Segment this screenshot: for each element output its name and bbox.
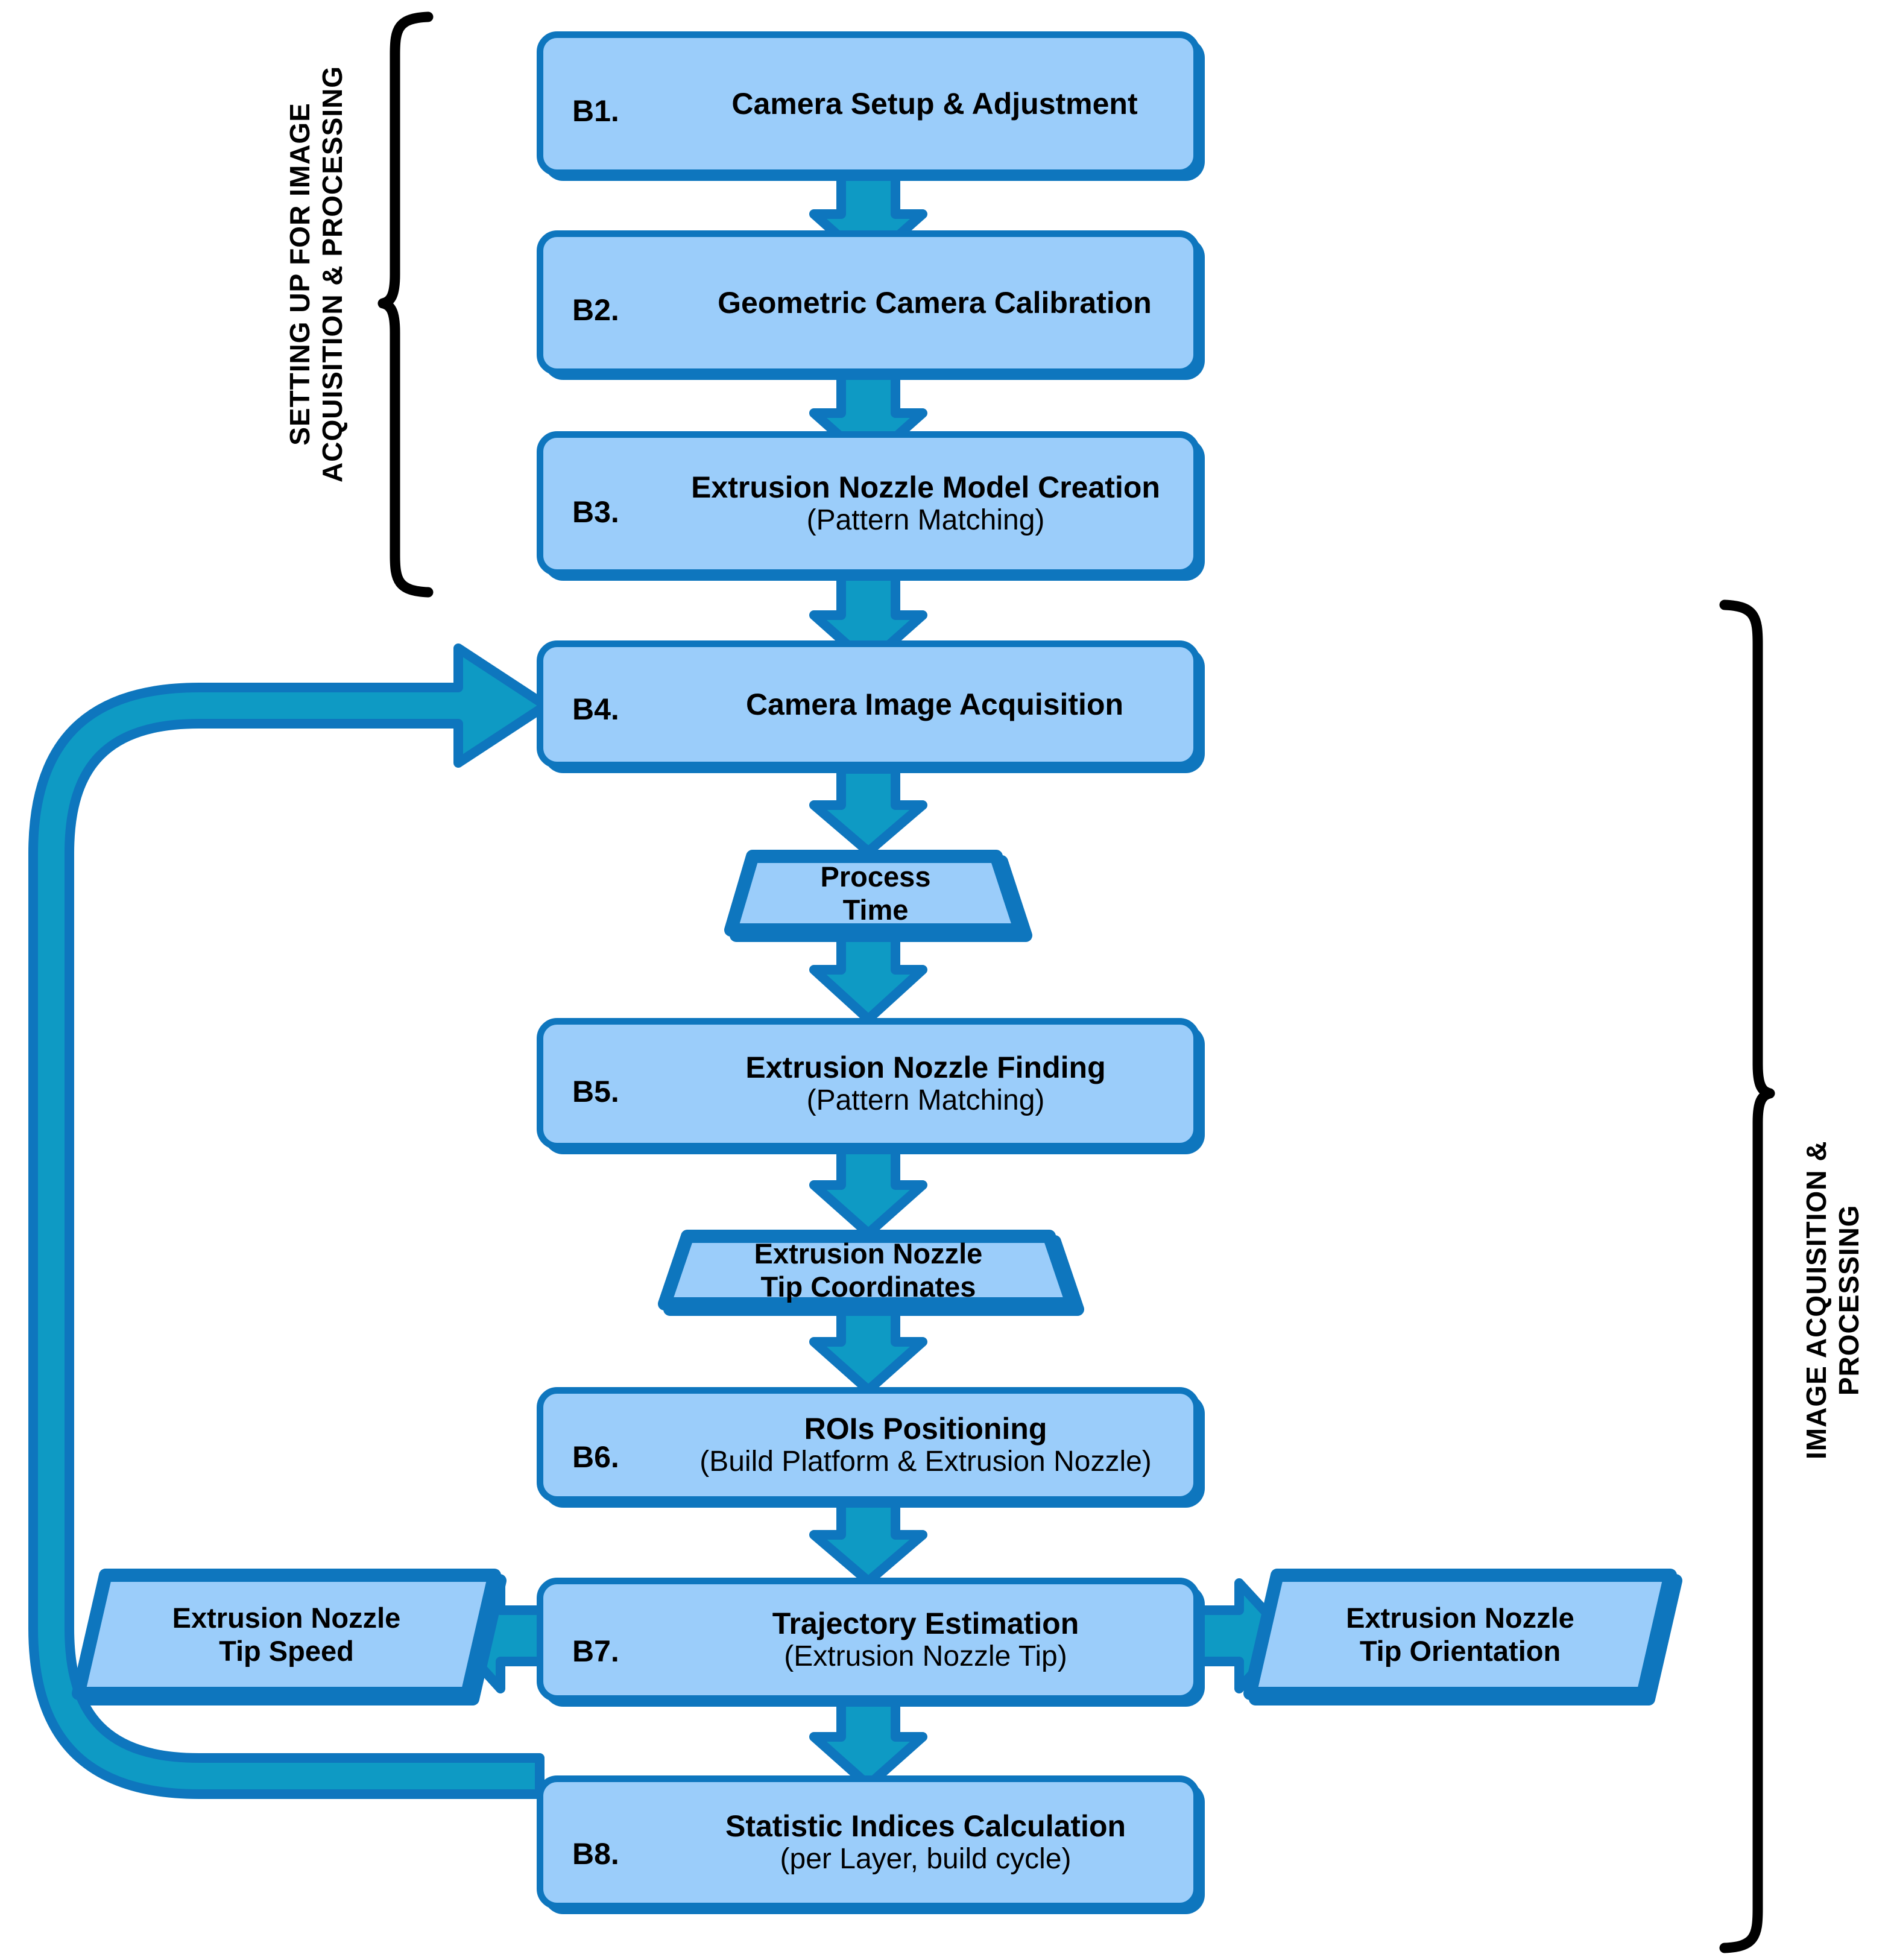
tip-speed-line1: Extrusion Nozzle — [172, 1601, 401, 1634]
tip-coordinates-label: Extrusion Nozzle Tip Coordinates — [665, 1236, 1072, 1304]
node-b2-text: Geometric Camera Calibration — [543, 237, 1260, 368]
tip-orientation-node[interactable]: Extrusion Nozzle Tip Orientation — [1250, 1575, 1670, 1693]
node-b4-text: Camera Image Acquisition — [543, 647, 1260, 762]
node-b4-line1: Camera Image Acquisition — [745, 688, 1124, 721]
node-b3-id: B3. — [572, 495, 619, 529]
node-b1-id: B1. — [572, 94, 619, 128]
process-time-line2: Time — [842, 894, 909, 926]
process-time-line1: Process — [820, 860, 931, 893]
setup-group-brace — [377, 11, 434, 598]
node-b3-text: Extrusion Nozzle Model Creation (Pattern… — [543, 438, 1251, 569]
node-b1-line1: Camera Setup & Adjustment — [731, 87, 1138, 121]
node-b5[interactable]: B5. Extrusion Nozzle Finding (Pattern Ma… — [537, 1018, 1200, 1149]
node-b8-id: B8. — [572, 1837, 619, 1871]
arrow-b7-b8 — [809, 1696, 927, 1790]
tip-orientation-line2: Tip Orientation — [1359, 1635, 1561, 1667]
node-b6[interactable]: B6. ROIs Positioning (Build Platform & E… — [537, 1387, 1200, 1503]
node-b8[interactable]: B8. Statistic Indices Calculation (per L… — [537, 1775, 1200, 1909]
setup-group-label: SETTING UP FOR IMAGE ACQUISITION & PROCE… — [283, 66, 349, 482]
node-b2-line1: Geometric Camera Calibration — [718, 286, 1152, 320]
arrow-process-time-b5 — [809, 927, 927, 1024]
node-b3[interactable]: B3. Extrusion Nozzle Model Creation (Pat… — [537, 431, 1200, 576]
node-b5-id: B5. — [572, 1075, 619, 1108]
node-b7-id: B7. — [572, 1634, 619, 1668]
processing-group-brace — [1719, 599, 1775, 1953]
node-b7-text: Trajectory Estimation (Extrusion Nozzle … — [543, 1584, 1251, 1695]
setup-group-label-line2: ACQUISITION & PROCESSING — [317, 65, 348, 482]
processing-group-label: IMAGE ACQUISITION & PROCESSING — [1800, 1141, 1865, 1459]
tip-speed-line2: Tip Speed — [219, 1635, 354, 1667]
node-b5-line1: Extrusion Nozzle Finding — [745, 1051, 1106, 1085]
node-b6-line1: ROIs Positioning — [804, 1412, 1047, 1446]
process-time-label: Process Time — [731, 856, 1020, 930]
tip-coordinates-line2: Tip Coordinates — [760, 1271, 976, 1303]
node-b5-text: Extrusion Nozzle Finding (Pattern Matchi… — [543, 1025, 1251, 1143]
node-b1[interactable]: B1. Camera Setup & Adjustment — [537, 31, 1200, 176]
tip-speed-label: Extrusion Nozzle Tip Speed — [78, 1575, 494, 1693]
processing-group-label-line2: PROCESSING — [1833, 1204, 1864, 1396]
node-b5-line2: (Pattern Matching) — [806, 1084, 1045, 1117]
node-b3-line2: (Pattern Matching) — [806, 504, 1045, 537]
tip-orientation-label: Extrusion Nozzle Tip Orientation — [1250, 1575, 1670, 1693]
tip-orientation-shape — [1243, 1569, 1682, 1706]
arrow-b5-tip-coordinates — [809, 1144, 927, 1238]
tip-speed-shape — [72, 1569, 507, 1706]
arrow-b3-b4 — [809, 571, 927, 668]
tip-orientation-line1: Extrusion Nozzle — [1346, 1601, 1574, 1634]
node-b7[interactable]: B7. Trajectory Estimation (Extrusion Noz… — [537, 1578, 1200, 1702]
processing-group-label-line1: IMAGE ACQUISITION & — [1801, 1140, 1832, 1459]
tip-coordinates-line1: Extrusion Nozzle — [754, 1237, 983, 1269]
node-b6-line2: (Build Platform & Extrusion Nozzle) — [699, 1446, 1152, 1478]
node-b6-id: B6. — [572, 1440, 619, 1474]
arrow-b4-process-time — [809, 764, 927, 856]
node-b2-id: B2. — [572, 293, 619, 327]
tip-coordinates-node[interactable]: Extrusion Nozzle Tip Coordinates — [665, 1236, 1072, 1304]
process-time-node[interactable]: Process Time — [731, 856, 1020, 930]
node-b2[interactable]: B2. Geometric Camera Calibration — [537, 230, 1200, 375]
node-b8-text: Statistic Indices Calculation (per Layer… — [543, 1782, 1251, 1903]
node-b4[interactable]: B4. Camera Image Acquisition — [537, 640, 1200, 768]
tip-coordinates-shape — [658, 1230, 1084, 1316]
node-b1-text: Camera Setup & Adjustment — [543, 38, 1260, 169]
arrow-tip-coordinates-b6 — [809, 1301, 927, 1395]
node-b8-line1: Statistic Indices Calculation — [725, 1809, 1126, 1844]
node-b7-line2: (Extrusion Nozzle Tip) — [784, 1640, 1067, 1673]
node-b4-id: B4. — [572, 692, 619, 726]
node-b3-line1: Extrusion Nozzle Model Creation — [691, 470, 1160, 505]
node-b8-line2: (per Layer, build cycle) — [780, 1843, 1072, 1876]
setup-group-label-line1: SETTING UP FOR IMAGE — [284, 103, 315, 446]
process-time-shape — [724, 850, 1032, 942]
node-b6-text: ROIs Positioning (Build Platform & Extru… — [543, 1394, 1251, 1496]
tip-speed-node[interactable]: Extrusion Nozzle Tip Speed — [78, 1575, 494, 1693]
arrow-b6-b7 — [809, 1497, 927, 1586]
node-b7-line1: Trajectory Estimation — [772, 1607, 1079, 1641]
